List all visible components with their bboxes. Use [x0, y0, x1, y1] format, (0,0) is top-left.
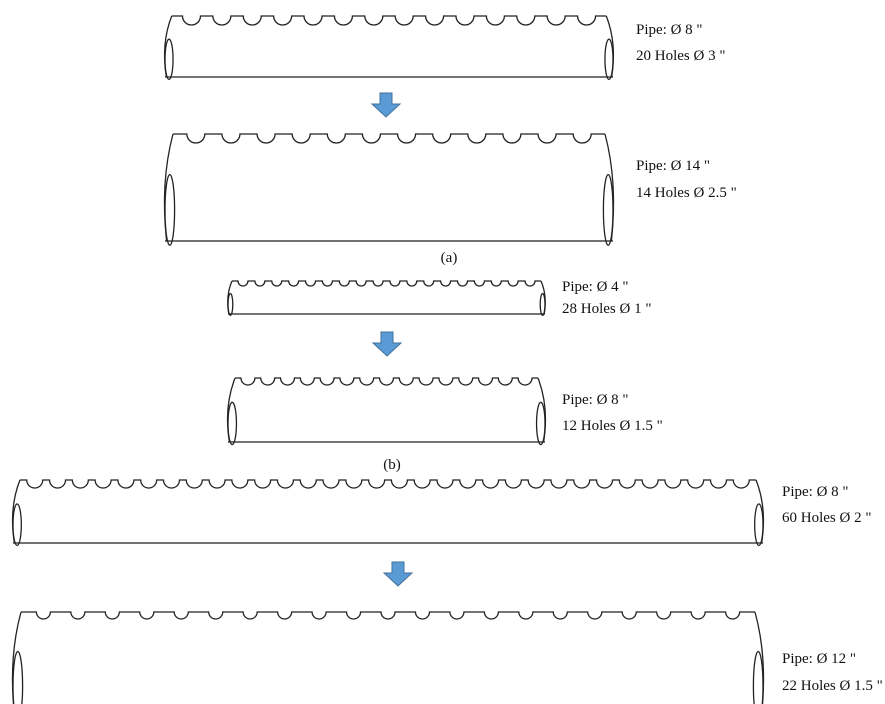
caption-a: (a)	[441, 250, 458, 266]
pipe-right-end	[754, 611, 765, 704]
pipe-left-opening	[164, 38, 174, 81]
pipe-b-before-diameter-label: Pipe: Ø 4 "	[562, 279, 629, 295]
pipe-right-opening	[602, 174, 614, 246]
pipe-left-opening	[164, 174, 176, 246]
pipe-c-after-holes-label: 22 Holes Ø 1.5 "	[782, 678, 883, 694]
pipe-a-after-diameter-label: Pipe: Ø 14 "	[636, 158, 710, 174]
down-arrow-icon	[371, 331, 403, 357]
pipe-a-after-holes-label: 14 Holes Ø 2.5 "	[636, 185, 737, 201]
pipe-b-before	[227, 280, 546, 316]
down-arrow-shape	[371, 331, 403, 357]
pipe-b-after-holes-label: 12 Holes Ø 1.5 "	[562, 418, 663, 434]
pipe-left-opening	[12, 503, 22, 547]
pipe-left-opening	[227, 401, 238, 446]
pipe-right-opening	[539, 292, 546, 316]
pipe-top-edge-with-holes	[232, 280, 541, 287]
pipe-left-opening	[12, 650, 24, 704]
pipe-right-opening	[752, 650, 764, 704]
pipe-b-before-holes-label: 28 Holes Ø 1 "	[562, 301, 651, 317]
pipe-top-edge-with-holes	[19, 479, 757, 489]
group-b: Pipe: Ø 4 " 28 Holes Ø 1 " Pipe: Ø 8 " 1…	[226, 279, 663, 473]
pipe-top-edge-with-holes	[171, 15, 607, 26]
pipe-a-before-holes-label: 20 Holes Ø 3 "	[636, 48, 725, 64]
group-a: Pipe: Ø 8 " 20 Holes Ø 3 " Pipe: Ø 14 " …	[163, 15, 737, 266]
down-arrow-shape	[382, 561, 414, 587]
down-arrow-icon	[382, 561, 414, 587]
pipe-left-opening	[227, 292, 234, 316]
pipe-b-after-diameter-label: Pipe: Ø 8 "	[562, 392, 629, 408]
pipe-c-before-diameter-label: Pipe: Ø 8 "	[782, 484, 849, 500]
pipe-b-after	[226, 377, 547, 446]
pipe-top-edge-with-holes	[235, 377, 538, 386]
pipe-right-opening	[535, 401, 546, 446]
group-c: Pipe: Ø 8 " 60 Holes Ø 2 " Pipe: Ø 12 " …	[11, 479, 883, 704]
pipe-right-opening	[754, 503, 764, 547]
pipe-c-after-diameter-label: Pipe: Ø 12 "	[782, 651, 856, 667]
pipe-top-edge-with-holes	[21, 611, 755, 620]
pipe-a-after	[163, 133, 615, 246]
down-arrow-icon	[370, 92, 402, 118]
pipe-a-before	[163, 15, 615, 81]
pipe-top-edge-with-holes	[173, 133, 605, 144]
pipe-right-opening	[604, 38, 614, 81]
pipe-left-end	[11, 611, 22, 704]
pipe-c-before	[11, 479, 765, 547]
pipe-c-before-holes-label: 60 Holes Ø 2 "	[782, 510, 871, 526]
pipe-a-before-diameter-label: Pipe: Ø 8 "	[636, 22, 703, 38]
down-arrow-shape	[370, 92, 402, 118]
caption-b: (b)	[383, 457, 401, 473]
pipe-c-after	[11, 611, 765, 704]
